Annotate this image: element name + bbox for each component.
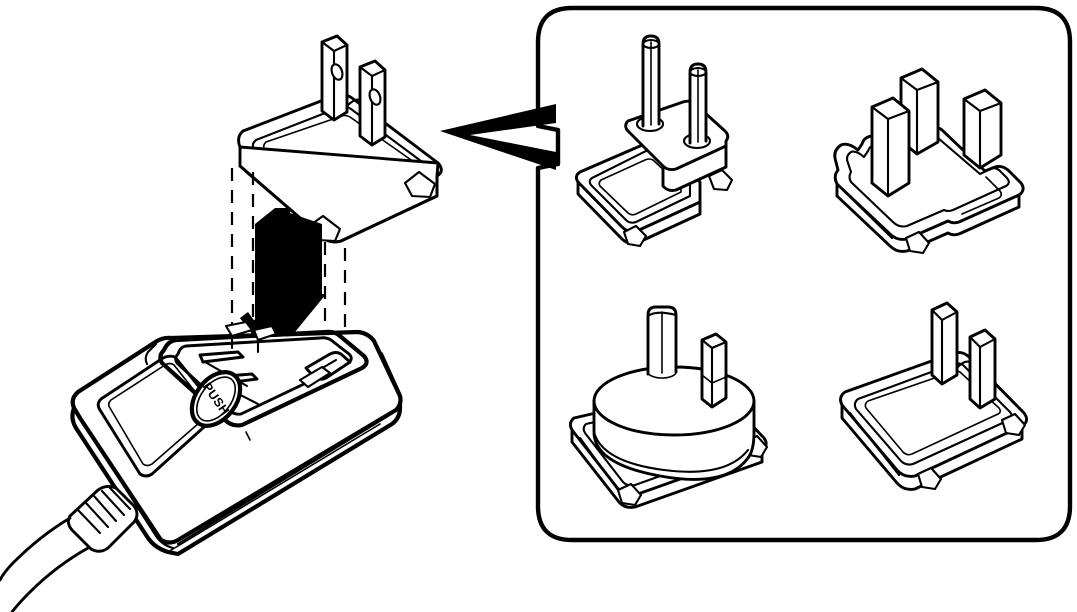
plug-options-panel: [535, 5, 1073, 543]
plug-option-au[interactable]: [839, 301, 1028, 491]
plug-option-uk[interactable]: [833, 67, 1025, 255]
detachable-plug-head: [237, 34, 443, 244]
output-cable: [0, 516, 90, 612]
plug-option-eu[interactable]: [574, 34, 734, 248]
release-button[interactable]: PUSH: [182, 363, 250, 435]
strain-relief: [66, 484, 139, 553]
callout-pointer: [440, 104, 556, 170]
plug-option-round-body[interactable]: [568, 305, 769, 509]
adapter-body: PUSH: [0, 320, 403, 612]
